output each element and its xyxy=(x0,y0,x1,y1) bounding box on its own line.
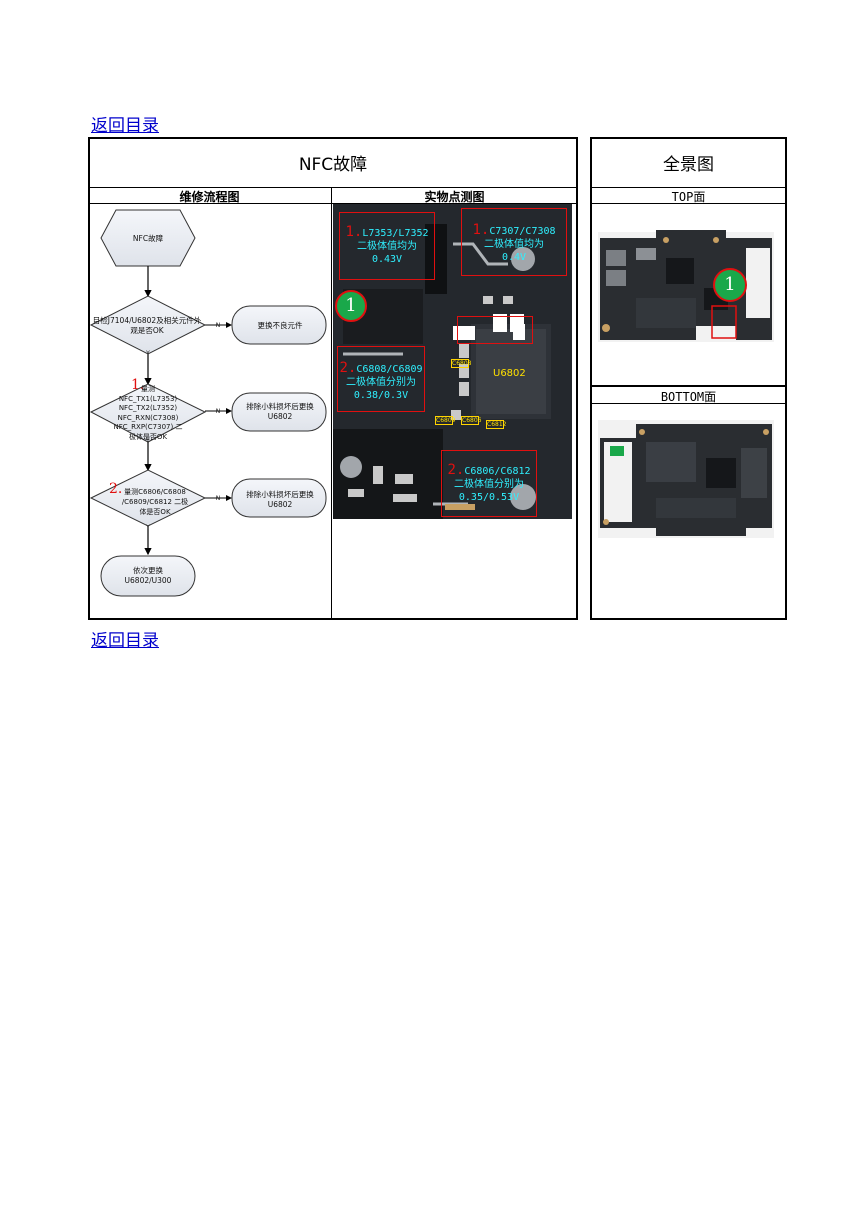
label-c7307-line1: C7307/C7308 xyxy=(489,226,556,237)
label-c7307-number: 1. xyxy=(472,222,490,238)
annotation-box-c6808 xyxy=(337,346,425,412)
main-panel xyxy=(88,137,578,620)
label-c6806: 2.C6806/C6812 二极体值分别为 0.35/0.53V xyxy=(441,462,537,504)
flow-step-2: 量测C6806/C6808 /C6809/C6812 二极体是否OK xyxy=(121,488,189,516)
flow-action-1: 更换不良元件 xyxy=(257,321,303,330)
panorama-title: 全景图 xyxy=(663,155,714,175)
back-to-contents-link-top[interactable]: 返回目录 xyxy=(91,116,159,136)
flow-step-1-number: 1. xyxy=(131,377,145,393)
label-c6808: 2.C6808/C6809 二极体值分别为 0.38/0.3V xyxy=(337,360,425,402)
label-l7353-line2: 二极体值均为 xyxy=(357,241,417,252)
pcb-photo: 1 1.L7353/L7352 二极体值均为 0.43V 1.C7307/C73… xyxy=(333,204,572,519)
annotation-box-c6806 xyxy=(441,450,537,517)
label-l7353: 1.L7353/L7352 二极体值均为 0.43V xyxy=(339,224,435,266)
label-c6808-line1: C6808/C6809 xyxy=(356,364,423,375)
flowchart xyxy=(89,209,327,597)
label-c7307-line3: 0.4V xyxy=(501,252,527,263)
flow-check-1: 目检J7104/U6802及相关元件外观是否OK xyxy=(92,316,202,335)
flow-action-2: 排除小料损坏后更换U6802 xyxy=(246,402,314,421)
top-board-artwork xyxy=(598,230,774,342)
flow-end-label: 依次更换 U6802/U300 xyxy=(124,566,172,585)
flow-action-3: 排除小料损坏后更换U6802 xyxy=(246,490,314,509)
top-board-image: 1 xyxy=(596,218,776,346)
bottom-board-artwork xyxy=(598,420,774,538)
divider xyxy=(590,187,787,188)
start-shape xyxy=(100,209,196,267)
flow-start-label: NFC故障 xyxy=(132,234,164,243)
annotation-box-c7307 xyxy=(461,208,567,276)
label-c6806-number: 2. xyxy=(447,462,465,478)
tag-c6806: C6806 xyxy=(461,416,482,425)
action-3-shape xyxy=(231,478,327,518)
bottom-board-image xyxy=(596,418,776,540)
label-c6806-line3: 0.35/0.53V xyxy=(458,492,520,503)
back-to-contents-link-bottom[interactable]: 返回目录 xyxy=(91,631,159,651)
panorama-panel xyxy=(590,137,787,620)
label-c6808-line3: 0.38/0.3V xyxy=(353,390,409,401)
divider xyxy=(88,203,578,204)
divider xyxy=(590,203,787,204)
column-divider xyxy=(331,187,332,619)
annotation-box-l7353 xyxy=(339,212,435,280)
top-side-header: TOP面 xyxy=(671,190,706,204)
label-c6808-line2: 二极体值分别为 xyxy=(346,377,416,388)
annotation-box-components xyxy=(457,316,533,344)
tag-c6812: C6812 xyxy=(486,420,507,429)
bottom-side-header: BOTTOM面 xyxy=(660,390,717,404)
label-c6806-line1: C6806/C6812 xyxy=(464,466,531,477)
decision-2-shape xyxy=(89,383,207,443)
top-board-marker: 1 xyxy=(713,268,747,302)
flow-step-2-number: 2. xyxy=(109,481,123,497)
no-mark: N xyxy=(215,495,221,502)
action-2-shape xyxy=(231,392,327,432)
yes-mark: Y xyxy=(146,350,150,357)
label-c7307-line2: 二极体值均为 xyxy=(484,239,544,250)
no-mark: N xyxy=(215,408,221,415)
tag-c6808: C6808 xyxy=(451,359,472,368)
label-l7353-number: 1. xyxy=(345,224,363,240)
flow-column-header: 维修流程图 xyxy=(179,190,240,204)
label-c6808-number: 2. xyxy=(339,360,357,376)
divider xyxy=(590,385,787,387)
tag-c6809: C6809 xyxy=(435,416,456,425)
location-marker-1: 1 xyxy=(335,290,367,322)
label-l7353-line1: L7353/L7352 xyxy=(362,228,429,239)
end-shape xyxy=(100,555,196,597)
yes-mark: Y xyxy=(146,524,150,531)
label-l7353-line3: 0.43V xyxy=(371,254,403,265)
pcb-photo-artwork xyxy=(333,204,572,519)
label-c7307: 1.C7307/C7308 二极体值均为 0.4V xyxy=(461,222,567,264)
no-mark: N xyxy=(215,322,221,329)
main-title: NFC故障 xyxy=(298,155,368,175)
flow-step-1: 量测 NFC_TX1(L7353) NFC_TX2(L7352) NFC_RXN… xyxy=(113,385,183,441)
yes-mark: Y xyxy=(146,437,150,444)
photo-column-header: 实物点测图 xyxy=(424,190,485,204)
action-1-shape xyxy=(231,305,327,345)
divider xyxy=(88,187,578,188)
chip-label-u6802: U6802 xyxy=(493,368,526,379)
label-c6806-line2: 二极体值分别为 xyxy=(454,479,524,490)
divider xyxy=(590,403,787,404)
